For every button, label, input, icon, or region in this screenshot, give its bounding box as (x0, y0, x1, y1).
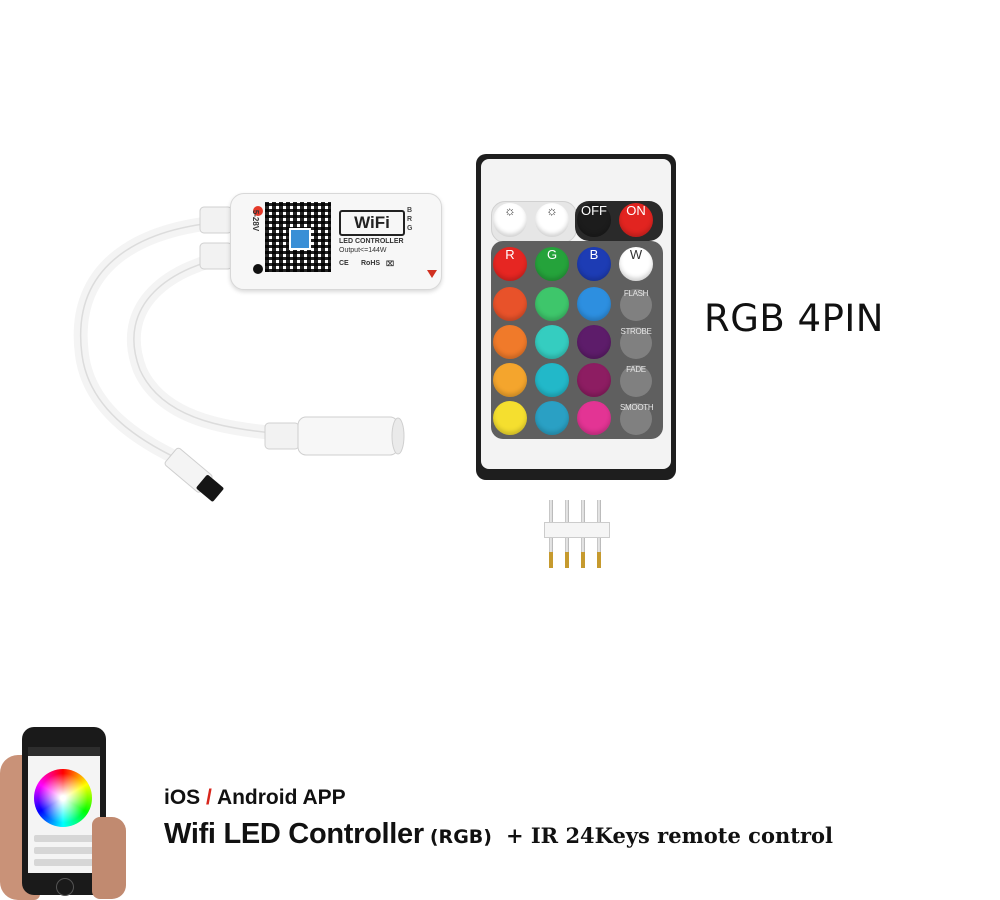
android-label: Android APP (216, 786, 346, 809)
home-button-icon (56, 878, 74, 896)
brightness-up-icon[interactable]: ☼ (493, 203, 527, 237)
ce-mark: CE (339, 260, 349, 267)
arrow-icon (427, 270, 437, 278)
color-key[interactable] (577, 363, 611, 397)
app-slider (34, 847, 94, 854)
app-line: iOS / Android APP (164, 786, 346, 810)
voltage-label: 5-28V (251, 209, 261, 232)
status-bar (28, 747, 100, 756)
brightness-down-icon[interactable]: ☼ (535, 203, 569, 237)
key-g[interactable]: G (535, 247, 569, 281)
connector-base (544, 522, 610, 538)
key-r[interactable]: R (493, 247, 527, 281)
qr-center-icon (289, 228, 311, 250)
bin-icon: ⌧ (386, 261, 395, 268)
key-b[interactable]: B (577, 247, 611, 281)
ios-label: iOS (164, 786, 201, 809)
slash: / (206, 786, 212, 809)
hand (92, 817, 126, 899)
color-key[interactable] (535, 287, 569, 321)
color-key[interactable] (577, 401, 611, 435)
color-key[interactable] (577, 287, 611, 321)
four-pin-connector (544, 500, 614, 570)
app-slider (34, 859, 94, 866)
title-rgb: (RGB) (429, 826, 492, 848)
title-ir: + IR 24Keys remote control (505, 823, 833, 848)
rohs-mark: RoHS (361, 260, 381, 267)
positive-dot (253, 206, 263, 216)
phone-body (22, 727, 106, 896)
controller-box: 5-28V WiFi LED CONTROLLER Output<=144W C… (230, 193, 442, 290)
negative-dot (253, 264, 263, 274)
color-key[interactable] (535, 401, 569, 435)
on-key[interactable]: ON (619, 203, 653, 237)
wifi-controller: 5-28V WiFi LED CONTROLLER Output<=144W C… (60, 185, 442, 505)
controller-cables (73, 206, 405, 502)
key-strobe[interactable]: STROBE (620, 327, 652, 359)
key-smooth[interactable]: SMOOTH (620, 403, 654, 435)
phone-screen (28, 747, 100, 873)
color-wheel-icon (34, 769, 92, 827)
color-key[interactable] (535, 363, 569, 397)
phone-app-image (0, 725, 130, 900)
controller-label: LED CONTROLLER (339, 238, 404, 245)
title-main: Wifi LED Controller (164, 818, 424, 850)
rgb-4pin-label: RGB 4PIN (704, 297, 884, 340)
color-key[interactable] (535, 325, 569, 359)
key-w[interactable]: W (619, 247, 653, 281)
color-key[interactable] (493, 287, 527, 321)
color-key[interactable] (577, 325, 611, 359)
product-title: Wifi LED Controller(RGB) + IR 24Keys remo… (164, 818, 833, 851)
color-key[interactable] (493, 363, 527, 397)
off-key[interactable]: OFF (577, 203, 611, 237)
key-fade[interactable]: FADE (620, 365, 652, 397)
color-key[interactable] (493, 325, 527, 359)
key-flash[interactable]: FLASH (620, 289, 652, 321)
wifi-logo: WiFi (339, 210, 405, 236)
output-label: Output<=144W (339, 247, 387, 254)
color-key[interactable] (493, 401, 527, 435)
app-slider (34, 835, 94, 842)
